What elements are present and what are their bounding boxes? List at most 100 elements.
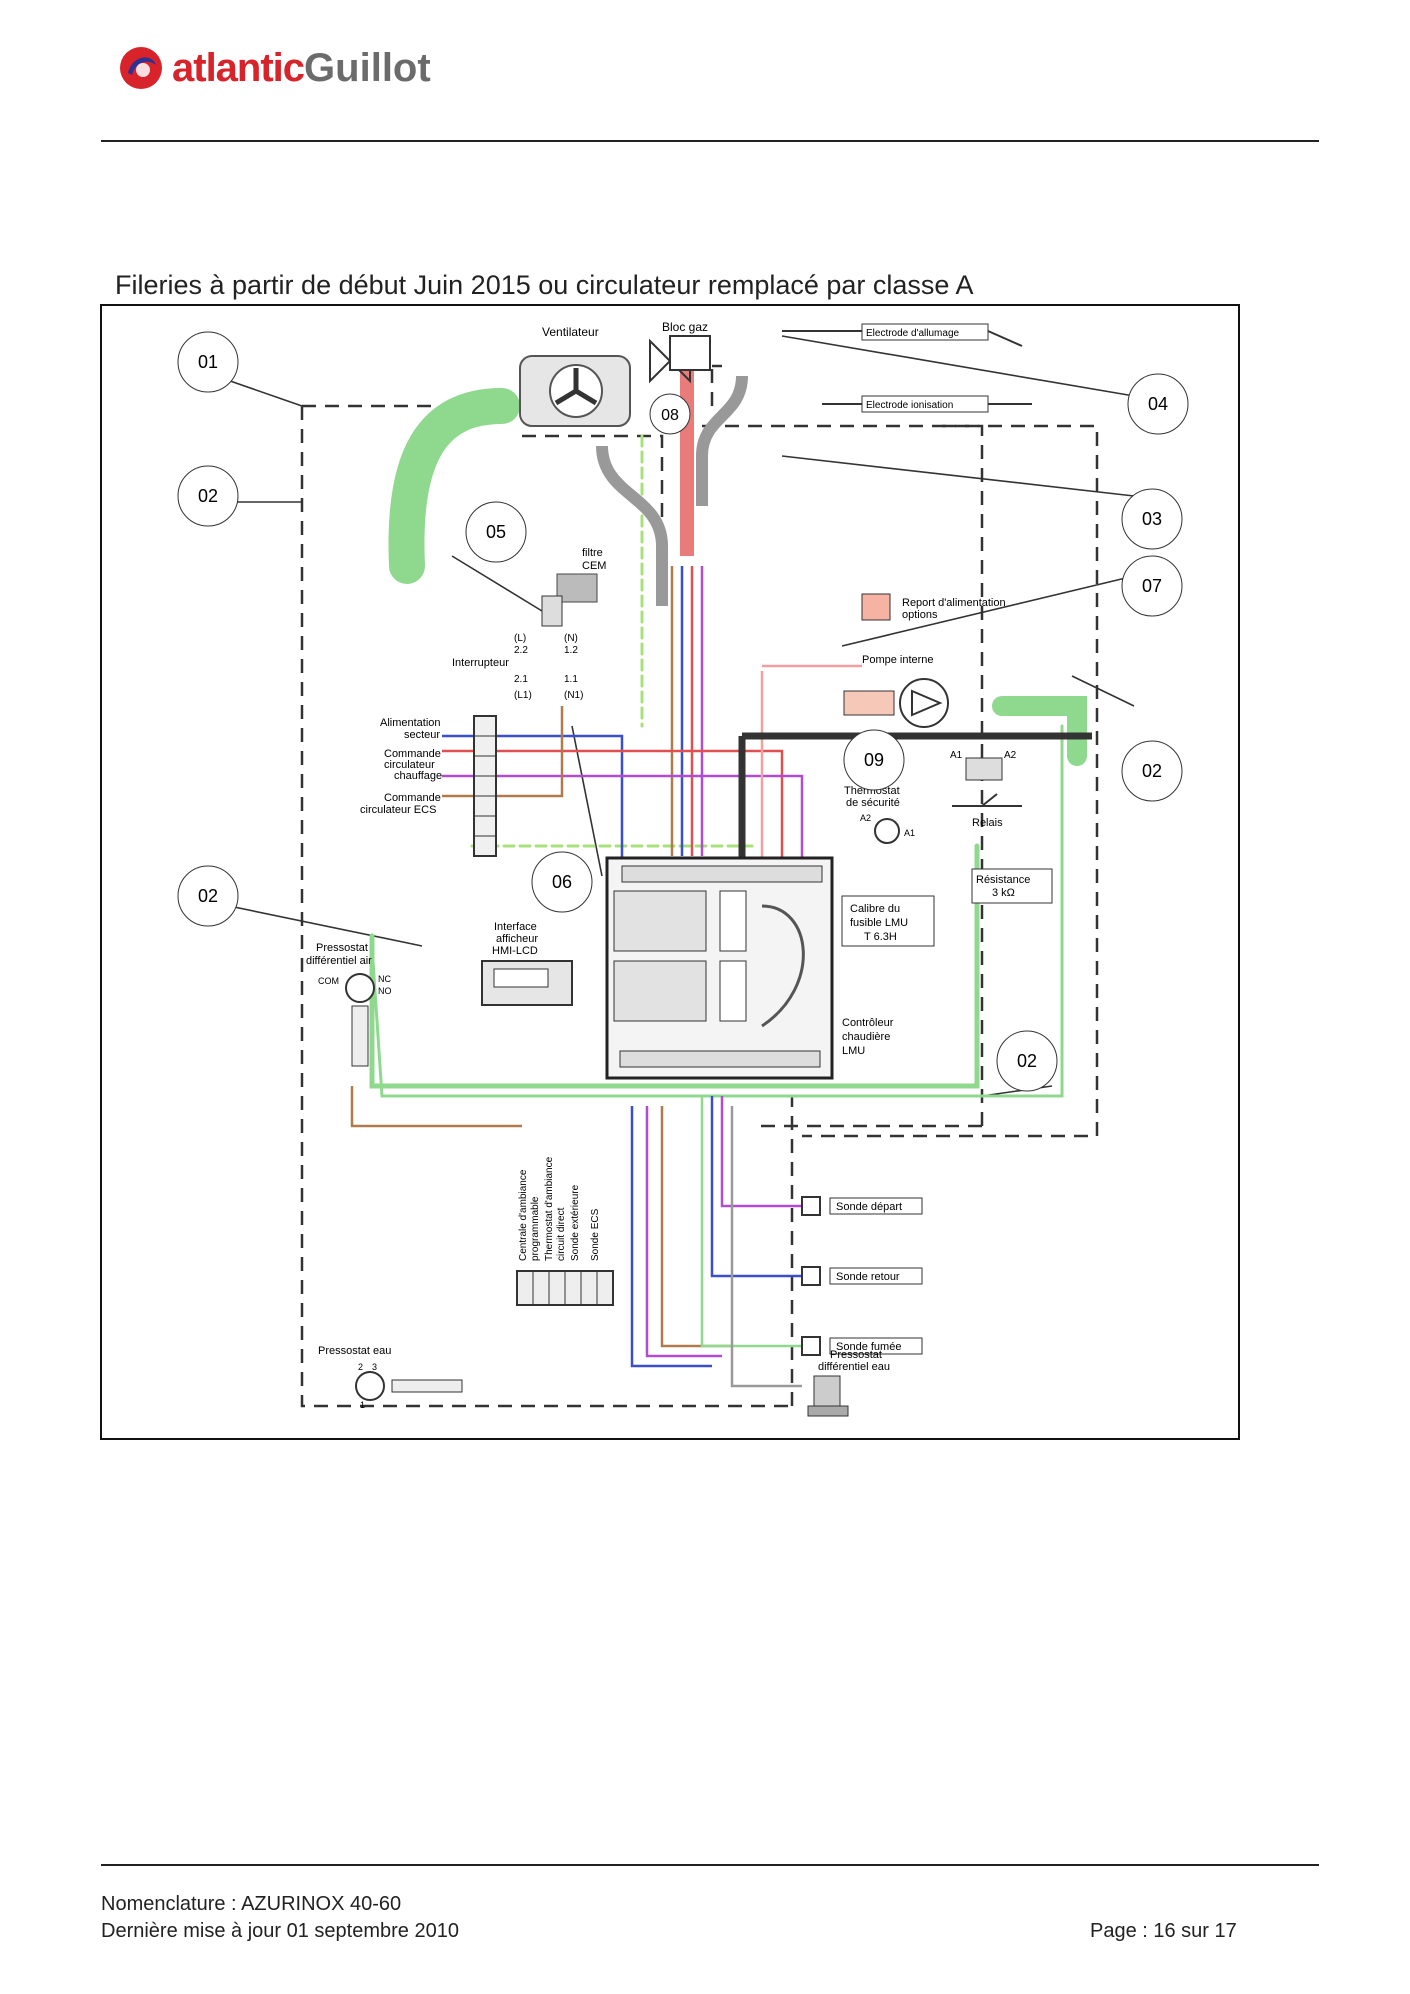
logo-guillot-text: Guillot	[304, 45, 431, 90]
label-thermo-a1: A1	[904, 828, 915, 838]
wiring-diagram: Ventilateur Bloc gaz Electrode d'allumag…	[100, 304, 1240, 1440]
label-filtre: filtre	[582, 547, 603, 559]
callout-03: 03	[1121, 488, 1183, 550]
callout-02-d-text: 02	[1017, 1051, 1037, 1071]
section-title: Fileries à partir de début Juin 2015 ou …	[115, 270, 974, 300]
label-interrupteur: Interrupteur	[452, 657, 509, 669]
label-afficheur: afficheur	[496, 933, 538, 945]
lmu-controller: Calibre du fusible LMU T 6.3H Contrôleur…	[605, 856, 935, 1080]
label-pressostat-eau: Pressostat eau	[318, 1345, 391, 1357]
label-fusible: fusible LMU	[850, 917, 908, 929]
callout-05-text: 05	[486, 522, 506, 542]
callout-07: 07	[1121, 555, 1183, 617]
label-commande-1: Commande	[384, 748, 441, 760]
label-pompe-interne: Pompe interne	[862, 654, 934, 666]
label-calibre: Calibre du	[850, 903, 900, 915]
label-pe-1: 1	[360, 1400, 365, 1410]
label-pressostat-diff: Pressostat	[830, 1349, 882, 1361]
callout-08-text: 08	[661, 407, 679, 424]
hmi-interface: Interface afficheur HMI-LCD	[481, 921, 573, 1006]
label-differentiel-air: différentiel air	[306, 955, 372, 967]
callout-02-a-text: 02	[198, 486, 218, 506]
label-ventilateur: Ventilateur	[542, 325, 599, 339]
label-relais: Relais	[972, 817, 1003, 829]
label-options: options	[902, 609, 938, 621]
header-rule	[101, 140, 1319, 142]
label-t12: 1.2	[564, 645, 578, 656]
label-pe-3: 3	[372, 1362, 377, 1372]
label-nc: NC	[378, 974, 391, 984]
air-pressure-switch: Pressostat différentiel air COM NC NO	[306, 942, 392, 1067]
label-electrode-ionisation: Electrode ionisation	[866, 400, 953, 411]
callout-09-text: 09	[864, 750, 884, 770]
callout-07-text: 07	[1142, 576, 1162, 596]
callout-04: 04	[1127, 373, 1189, 435]
gas-block: Bloc gaz	[649, 320, 711, 384]
label-chaudiere: chaudière	[842, 1031, 890, 1043]
label-alimentation: Alimentation	[380, 717, 441, 729]
label-hmi-lcd: HMI-LCD	[492, 945, 538, 957]
footer-last-update: Dernière mise à jour 01 septembre 2010	[101, 1920, 459, 1942]
label-pressostat-air: Pressostat	[316, 942, 368, 954]
logo-swirl-icon	[120, 47, 162, 89]
footer-page-number: Page : 16 sur 17	[1090, 1920, 1237, 1942]
callout-03-text: 03	[1142, 509, 1162, 529]
logo-atlantic-text: atlantic	[172, 45, 305, 90]
label-t22: 2.2	[514, 645, 528, 656]
label-l: (L)	[514, 633, 526, 644]
label-centrale-ambiance: Centrale d'ambiance	[518, 1169, 529, 1261]
label-no: NO	[378, 986, 392, 996]
callout-02-b-text: 02	[198, 886, 218, 906]
label-commande-2: Commande	[384, 792, 441, 804]
label-controleur: Contrôleur	[842, 1017, 894, 1029]
label-thermostat-ambiance: Thermostat d'ambiance	[544, 1156, 555, 1261]
fan-component: Ventilateur	[519, 325, 631, 427]
callout-04-text: 04	[1148, 394, 1168, 414]
label-com: COM	[318, 976, 339, 986]
callout-06-text: 06	[552, 872, 572, 892]
electrodes: Electrode d'allumage Electrode ionisatio…	[782, 323, 1032, 413]
label-circulateur-1: circulateur	[384, 759, 435, 771]
label-fuse-rating: T 6.3H	[864, 931, 897, 943]
callout-02-d: 02	[996, 1030, 1058, 1092]
label-chauffage: chauffage	[394, 770, 442, 782]
label-thermo-a2: A2	[860, 813, 871, 823]
room-connector: Centrale d'ambiance programmable Thermos…	[516, 1156, 614, 1306]
label-electrode-allumage: Electrode d'allumage	[866, 328, 960, 339]
callout-02-c-text: 02	[1142, 761, 1162, 781]
callout-01-text: 01	[198, 352, 218, 372]
label-lmu: LMU	[842, 1045, 865, 1057]
label-interface: Interface	[494, 921, 537, 933]
label-circuit-direct: circuit direct	[556, 1207, 567, 1261]
label-t21: 2.1	[514, 674, 528, 685]
pump-component: Report d'alimentation options Pompe inte…	[843, 593, 1006, 728]
label-sonde-exterieure: Sonde extérieure	[570, 1184, 581, 1261]
label-sonde-fumee: Sonde fumée	[836, 1341, 901, 1353]
callout-01: 01	[177, 331, 239, 393]
callout-02-b: 02	[177, 865, 239, 927]
label-n: (N)	[564, 633, 578, 644]
sensors: Sonde départ Sonde retour Sonde fumée	[801, 1196, 923, 1356]
label-n1: (N1)	[564, 690, 583, 701]
label-resistance: Résistance	[976, 874, 1030, 886]
label-relais-a2: A2	[1004, 750, 1017, 761]
label-circulateur-ecs: circulateur ECS	[360, 804, 436, 816]
label-sonde-depart: Sonde départ	[836, 1201, 902, 1213]
footer-rule	[101, 1864, 1319, 1866]
relay-block: Relais A1 A2 Thermostat de sécurité A2 A…	[844, 750, 1053, 904]
label-programmable: programmable	[530, 1196, 541, 1261]
cem-filter: filtre CEM Interrupteur (L) 2.2 (N) 1.2 …	[452, 547, 606, 701]
callout-09: 09	[843, 729, 905, 791]
label-secteur: secteur	[404, 729, 440, 741]
label-cem: CEM	[582, 560, 606, 572]
label-resistance-value: 3 kΩ	[992, 887, 1015, 899]
callout-05: 05	[465, 501, 527, 563]
label-bloc-gaz: Bloc gaz	[662, 320, 708, 334]
label-pe-2: 2	[358, 1362, 363, 1372]
label-de-securite: de sécurité	[846, 797, 900, 809]
water-pressure-switches: Pressostat eau 2 3 1 Pressostat différen…	[318, 1345, 890, 1417]
callouts: 01 02 02 02 02 03 04 05 06 07 08 09	[177, 331, 1189, 1092]
label-relais-a1: A1	[950, 750, 963, 761]
callout-06: 06	[531, 851, 593, 913]
label-t11: 1.1	[564, 674, 578, 685]
